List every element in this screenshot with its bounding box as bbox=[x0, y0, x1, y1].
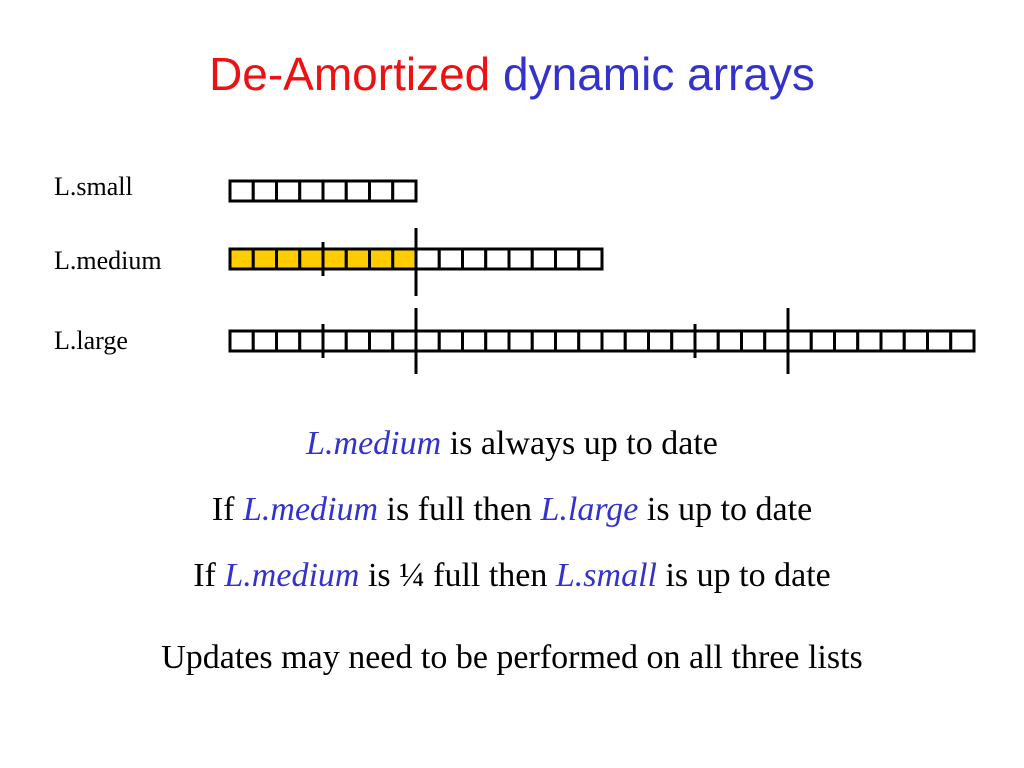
empty-cell bbox=[275, 329, 302, 353]
empty-cell bbox=[879, 329, 906, 353]
statement-3: If L.medium is ¼ full then L.small is up… bbox=[0, 556, 1024, 596]
empty-cell bbox=[321, 329, 348, 353]
empty-cell bbox=[461, 247, 488, 271]
empty-cell bbox=[298, 329, 325, 353]
term-small: L.small bbox=[555, 557, 657, 594]
empty-cell bbox=[344, 179, 371, 203]
empty-cell bbox=[763, 329, 790, 353]
empty-cell bbox=[437, 329, 464, 353]
empty-cell bbox=[926, 329, 953, 353]
filled-cell bbox=[344, 247, 371, 271]
statement-2: If L.medium is full then L.large is up t… bbox=[0, 490, 1024, 530]
statement-2-pre: If bbox=[211, 491, 243, 528]
label-small: L.small bbox=[54, 172, 133, 201]
empty-cell bbox=[809, 329, 836, 353]
empty-cell bbox=[275, 179, 302, 203]
empty-cell bbox=[670, 329, 697, 353]
filled-cell bbox=[251, 247, 278, 271]
term-medium: L.medium bbox=[224, 557, 360, 594]
statement-3-mid: is ¼ full then bbox=[359, 557, 556, 594]
filled-cell bbox=[298, 247, 325, 271]
statement-2-rest: is up to date bbox=[638, 491, 813, 528]
empty-cell bbox=[530, 247, 557, 271]
empty-cell bbox=[693, 329, 720, 353]
empty-cell bbox=[786, 329, 813, 353]
filled-cell bbox=[368, 247, 395, 271]
empty-cell bbox=[368, 179, 395, 203]
empty-cell bbox=[577, 329, 604, 353]
term-medium: L.medium bbox=[306, 425, 442, 462]
array-medium bbox=[228, 228, 604, 296]
label-large: L.large bbox=[54, 326, 128, 355]
filled-cell bbox=[321, 247, 348, 271]
slide-title: De-Amortized dynamic arrays bbox=[0, 44, 1024, 104]
empty-cell bbox=[414, 329, 441, 353]
empty-cell bbox=[647, 329, 674, 353]
term-large: L.large bbox=[540, 491, 639, 528]
empty-cell bbox=[740, 329, 767, 353]
empty-cell bbox=[554, 247, 581, 271]
empty-cell bbox=[833, 329, 860, 353]
statement-1-rest: is always up to date bbox=[441, 425, 718, 462]
empty-cell bbox=[484, 247, 511, 271]
empty-cell bbox=[600, 329, 627, 353]
empty-cell bbox=[391, 179, 418, 203]
empty-cell bbox=[228, 179, 255, 203]
empty-cell bbox=[577, 247, 604, 271]
statement-2-mid: is full then bbox=[378, 491, 541, 528]
empty-cell bbox=[368, 329, 395, 353]
empty-cell bbox=[716, 329, 743, 353]
statement-3-pre: If bbox=[193, 557, 225, 594]
empty-cell bbox=[623, 329, 650, 353]
empty-cell bbox=[228, 329, 255, 353]
empty-cell bbox=[484, 329, 511, 353]
empty-cell bbox=[437, 247, 464, 271]
empty-cell bbox=[507, 247, 534, 271]
empty-cell bbox=[251, 329, 278, 353]
empty-cell bbox=[344, 329, 371, 353]
label-medium: L.medium bbox=[54, 246, 162, 275]
statement-1: L.medium is always up to date bbox=[0, 424, 1024, 464]
empty-cell bbox=[554, 329, 581, 353]
statement-4: Updates may need to be performed on all … bbox=[161, 639, 863, 676]
empty-cell bbox=[391, 329, 418, 353]
empty-cell bbox=[530, 329, 557, 353]
filled-cell bbox=[228, 247, 255, 271]
empty-cell bbox=[251, 179, 278, 203]
empty-cell bbox=[321, 179, 348, 203]
array-small bbox=[228, 179, 418, 203]
empty-cell bbox=[461, 329, 488, 353]
filled-cell bbox=[391, 247, 418, 271]
arrays-diagram bbox=[228, 179, 976, 374]
filled-cell bbox=[275, 247, 302, 271]
statement-3-rest: is up to date bbox=[656, 557, 831, 594]
empty-cell bbox=[949, 329, 976, 353]
title-part-red: De-Amortized bbox=[209, 48, 491, 100]
term-medium: L.medium bbox=[242, 491, 379, 528]
empty-cell bbox=[507, 329, 534, 353]
empty-cell bbox=[902, 329, 929, 353]
empty-cell bbox=[414, 247, 441, 271]
title-part-blue: dynamic arrays bbox=[503, 48, 815, 100]
array-large bbox=[228, 308, 976, 374]
empty-cell bbox=[856, 329, 883, 353]
empty-cell bbox=[298, 179, 325, 203]
